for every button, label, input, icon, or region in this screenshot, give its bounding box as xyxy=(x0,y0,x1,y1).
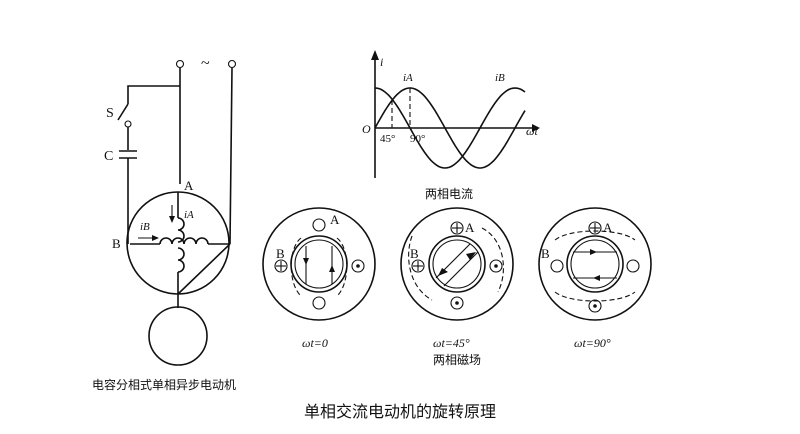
field-0-label-a: A xyxy=(330,212,340,227)
field-0-flux-right xyxy=(336,237,348,297)
field-45-coil-a-dot xyxy=(450,296,464,310)
supply-terminal-left xyxy=(175,59,185,69)
field-0-dot-center xyxy=(356,264,360,268)
field-45-flux-right xyxy=(481,227,504,293)
field-0-caption: ωt=0 xyxy=(302,336,328,350)
field-90-label-b: B xyxy=(541,246,550,261)
field-diagram-0: A B ωt=0 xyxy=(262,207,376,350)
y-axis-label: i xyxy=(380,55,383,69)
field-0-slot-top xyxy=(312,218,326,232)
waveform-plot: i O ωt 45° 90° iA iB 两相电流 xyxy=(362,50,540,201)
series-b-label: iB xyxy=(495,72,505,84)
x-axis-arrowhead xyxy=(532,124,540,132)
branch-wire-top xyxy=(127,85,180,104)
circuit-diagram: ~ S C A B iA iB xyxy=(92,55,237,392)
series-a-label: iA xyxy=(403,72,413,84)
field-0-arrow-right xyxy=(329,265,335,272)
circuit-caption: 电容分相式单相异步电动机 xyxy=(92,377,236,392)
field-45-rotor-outer xyxy=(428,235,486,293)
field-0-arrow-left xyxy=(303,258,309,265)
current-a-label: iA xyxy=(184,209,194,221)
field-45-coil-b-dot xyxy=(489,259,503,273)
field-45-coil-a-plus xyxy=(450,221,464,235)
field-90-rotor-outer xyxy=(566,235,624,293)
field-90-slot-right xyxy=(626,259,640,273)
field-45-dot-a-center xyxy=(455,301,459,305)
capacitor-label: C xyxy=(104,149,113,164)
node-a-label: A xyxy=(184,178,194,193)
field-90-flux-bottom xyxy=(554,291,636,302)
field-0-coil-b-plus xyxy=(274,259,288,273)
field-45-label-a: A xyxy=(465,220,475,235)
field-45-coil-b-plus xyxy=(411,259,425,273)
tick-90-label: 90° xyxy=(410,133,425,145)
ac-source-symbol: ~ xyxy=(201,55,210,72)
field-90-coil-a-plus xyxy=(588,221,602,235)
field-45-label-b: B xyxy=(410,246,419,261)
field-0-flux-left xyxy=(290,237,302,297)
field-group-caption: 两相磁场 xyxy=(433,352,481,367)
field-diagram-45: A B ωt=45° 两相磁场 xyxy=(400,207,514,367)
switch-label: S xyxy=(106,106,114,121)
tick-45-label: 45° xyxy=(380,133,395,145)
x-axis-label: ωt xyxy=(526,124,538,138)
field-90-coil-a-dot xyxy=(588,299,602,313)
switch-blade xyxy=(117,103,129,121)
page-title: 单相交流电动机的旋转原理 xyxy=(304,402,496,421)
series-b-curve xyxy=(374,87,526,169)
y-axis-arrowhead xyxy=(371,50,379,60)
supply-terminal-right xyxy=(227,59,237,69)
field-90-slot-left xyxy=(550,259,564,273)
field-90-rotor-inner xyxy=(570,239,620,289)
field-0-coil-b-dot xyxy=(351,259,365,273)
field-90-arrow-top xyxy=(590,249,597,255)
series-a-curve xyxy=(374,87,526,169)
field-0-label-b: B xyxy=(276,246,285,261)
field-45-arrow-b xyxy=(466,252,476,260)
waveform-caption: 两相电流 xyxy=(425,187,473,201)
field-0-outer-ring xyxy=(262,207,376,321)
field-0-rotor-outer xyxy=(290,235,348,293)
supply-line-b xyxy=(229,67,233,245)
field-90-dot-center xyxy=(593,304,597,308)
current-b-arrowhead xyxy=(152,235,159,241)
field-45-rotor-inner xyxy=(432,239,482,289)
current-a-arrowhead xyxy=(169,216,175,223)
switch-contact xyxy=(124,120,132,128)
origin-label: O xyxy=(362,122,371,136)
field-90-caption: ωt=90° xyxy=(574,336,611,350)
field-diagram-90: A B ωt=90° xyxy=(538,207,652,350)
field-90-flux-top xyxy=(554,230,636,241)
field-45-caption: ωt=45° xyxy=(433,336,470,350)
field-0-rotor-inner xyxy=(294,239,344,289)
field-90-label-a: A xyxy=(603,220,613,235)
field-45-flux-line-b xyxy=(443,251,479,287)
winding-b-coil-left xyxy=(159,237,185,245)
current-b-label: iB xyxy=(140,221,150,233)
field-0-slot-bottom xyxy=(312,296,326,310)
field-45-outer-ring xyxy=(400,207,514,321)
rotor-circle xyxy=(148,306,208,366)
field-45-flux-left xyxy=(408,235,433,301)
field-90-outer-ring xyxy=(538,207,652,321)
winding-b-coil-right xyxy=(183,237,209,245)
field-90-arrow-bottom xyxy=(593,275,600,281)
winding-a-coil-lower xyxy=(177,247,185,273)
node-b-label: B xyxy=(112,236,121,251)
field-45-arrow-a xyxy=(438,268,448,276)
common-wire xyxy=(177,243,231,295)
field-45-dot-b-center xyxy=(494,264,498,268)
